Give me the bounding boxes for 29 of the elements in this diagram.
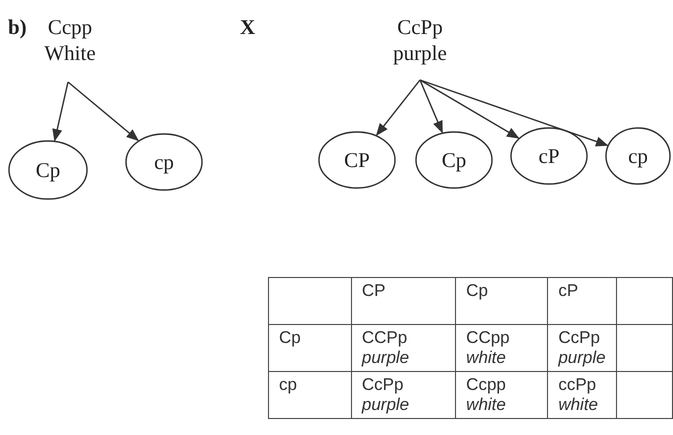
offspring-cell: CcPp purple: [548, 324, 616, 372]
phenotype-text: purple: [392, 40, 448, 66]
offspring-cell: CCpp white: [456, 324, 548, 372]
offspring-cell: CcPp purple: [351, 372, 456, 418]
genotype-text: Ccpp: [46, 14, 94, 40]
genotype-text: CcPp: [396, 14, 444, 40]
gamete-header-cell: cP: [548, 278, 616, 324]
phenotype-text: White: [43, 40, 97, 66]
arrow: [68, 81, 139, 142]
offspring-cell: CCPp purple: [351, 324, 456, 372]
arrow: [420, 79, 520, 139]
offspring-cell: ccPp white: [548, 372, 616, 418]
arrow: [52, 82, 69, 142]
gamete-ellipse: cp: [605, 127, 671, 185]
offspring-cell: Ccpp white: [456, 372, 548, 418]
gamete-header-cell: CP: [351, 278, 456, 324]
arrow: [419, 80, 443, 134]
cross-sign: X: [240, 14, 256, 40]
gamete-ellipse: cP: [510, 127, 588, 185]
gamete-header-cell: cp: [268, 372, 352, 418]
arrow: [376, 80, 421, 136]
gamete-ellipse: cp: [125, 133, 203, 191]
gamete-ellipse: Cp: [415, 131, 493, 189]
gamete-header-cell: Cp: [268, 324, 352, 372]
gamete-ellipse: Cp: [8, 140, 88, 200]
gamete-header-cell: Cp: [456, 278, 548, 324]
arrow: [420, 79, 609, 146]
gamete-ellipse: CP: [318, 131, 396, 189]
panel-letter: b): [8, 14, 27, 40]
